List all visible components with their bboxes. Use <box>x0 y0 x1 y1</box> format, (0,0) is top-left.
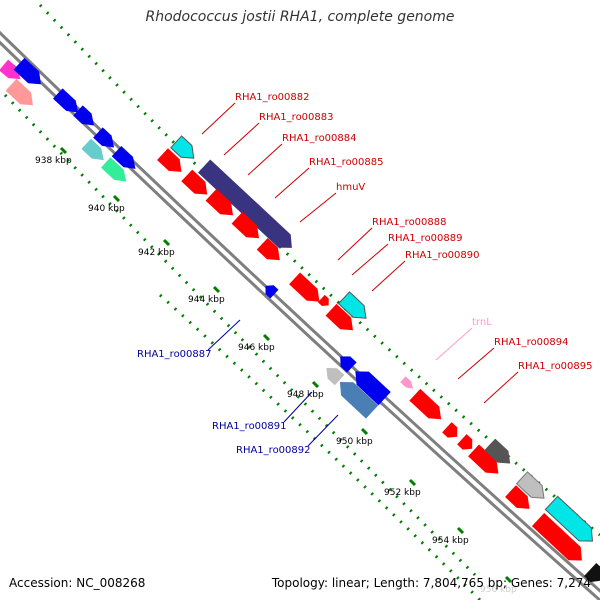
label-leader <box>307 414 339 447</box>
gene-arrow <box>52 88 79 113</box>
gene-arrow <box>81 138 104 161</box>
kbp-tick <box>59 146 68 155</box>
gene-label-top: RHA1_ro00884 <box>282 133 357 144</box>
label-leader <box>435 327 473 361</box>
gene-arrow <box>505 485 530 509</box>
gene-arrow <box>111 146 136 169</box>
gene-ro00891 <box>355 371 391 406</box>
kbp-tick <box>456 526 465 535</box>
kbp-label: 954 kbp <box>432 536 469 546</box>
gene-arrow <box>73 105 95 126</box>
gene-label-top: RHA1_ro00890 <box>405 250 480 261</box>
gene-ro00887 <box>265 285 279 299</box>
topology-text: Topology: linear; Length: 7,804,765 bp; … <box>271 576 591 590</box>
gene-label-top: hmuV <box>336 182 365 193</box>
kbp-tick <box>112 194 121 203</box>
gene-arrow <box>484 438 511 464</box>
gene-arrow <box>515 471 545 499</box>
gene-arrow <box>584 562 600 583</box>
label-leader <box>351 243 389 276</box>
gene-arrow <box>181 169 208 195</box>
gene-ro00894 <box>409 388 442 420</box>
gene-label-top: RHA1_ro00885 <box>309 157 384 168</box>
gene-label-top: trnL <box>472 317 492 328</box>
gene-ro00882 <box>170 135 195 159</box>
kbp-label: 942 kbp <box>138 248 175 258</box>
gene-arrow <box>5 78 33 106</box>
kbp-label: 952 kbp <box>384 488 421 498</box>
kbp-tick <box>504 575 513 584</box>
gene-ro00895 <box>468 444 499 474</box>
gene-arrow <box>205 188 233 216</box>
gene-label-top: RHA1_ro00888 <box>372 217 447 228</box>
kbp-label: 956 kbp <box>480 585 517 595</box>
gene-arrow <box>0 59 21 80</box>
gene-ro00888 <box>337 291 367 319</box>
gene-trnL <box>400 376 414 389</box>
kbp-tick <box>408 478 417 487</box>
kbp-label: 946 kbp <box>238 343 275 353</box>
gene-arrow <box>326 367 345 386</box>
gene-label-bottom: RHA1_ro00887 <box>137 349 212 360</box>
tick-track-1 <box>3 93 477 577</box>
label-leader <box>457 347 495 380</box>
gene-arrow <box>531 512 582 561</box>
label-leader <box>371 260 406 292</box>
gene-arrow <box>231 211 259 239</box>
label-leader <box>337 227 373 261</box>
gene-label-top: RHA1_ro00889 <box>388 233 463 244</box>
kbp-tick <box>311 380 320 389</box>
gene-arrow <box>93 127 115 148</box>
gene-label-top: RHA1_ro00883 <box>259 112 334 123</box>
kbp-label: 940 kbp <box>88 204 125 214</box>
gene-label-bottom: RHA1_ro00891 <box>212 421 287 432</box>
label-leader <box>274 167 310 199</box>
gene-ro00885 <box>289 272 320 302</box>
label-leader <box>207 319 241 351</box>
label-leader <box>483 371 519 404</box>
tick-track-0 <box>38 3 600 537</box>
gene-arrow <box>13 57 41 85</box>
kbp-tick <box>360 427 369 436</box>
kbp-label: 944 kbp <box>188 295 225 305</box>
gene-arrow <box>457 434 473 450</box>
accession-text: Accession: NC_008268 <box>9 576 146 590</box>
gene-label-top: RHA1_ro00894 <box>494 337 569 348</box>
gene-label-top: RHA1_ro00882 <box>235 92 310 103</box>
label-leader <box>247 143 283 176</box>
kbp-tick <box>212 285 221 294</box>
gene-label-top: RHA1_ro00895 <box>518 361 593 372</box>
gene-arrow <box>100 157 127 182</box>
label-leader <box>223 122 260 156</box>
gene-arrow <box>340 356 357 373</box>
label-leader <box>299 192 337 223</box>
gene-arrow <box>317 294 329 306</box>
kbp-label: 948 kbp <box>287 390 324 400</box>
gene-ro00884 <box>197 159 292 248</box>
gene-hmuV <box>325 303 353 331</box>
tick-track-2 <box>158 293 482 600</box>
map-title: Rhodococcus jostii RHA1, complete genome <box>145 9 455 25</box>
kbp-tick <box>162 238 171 247</box>
kbp-tick <box>262 333 271 342</box>
label-leader <box>283 391 313 423</box>
gene-arrow <box>544 495 594 542</box>
gene-arrow <box>256 237 280 261</box>
gene-arrow <box>442 422 458 438</box>
kbp-label: 938 kbp <box>35 156 72 166</box>
label-leader <box>201 102 236 135</box>
gene-ro00892 <box>339 381 379 419</box>
gene-label-bottom: RHA1_ro00892 <box>236 445 311 456</box>
gene-ro00883 <box>157 148 182 172</box>
kbp-label: 950 kbp <box>336 437 373 447</box>
